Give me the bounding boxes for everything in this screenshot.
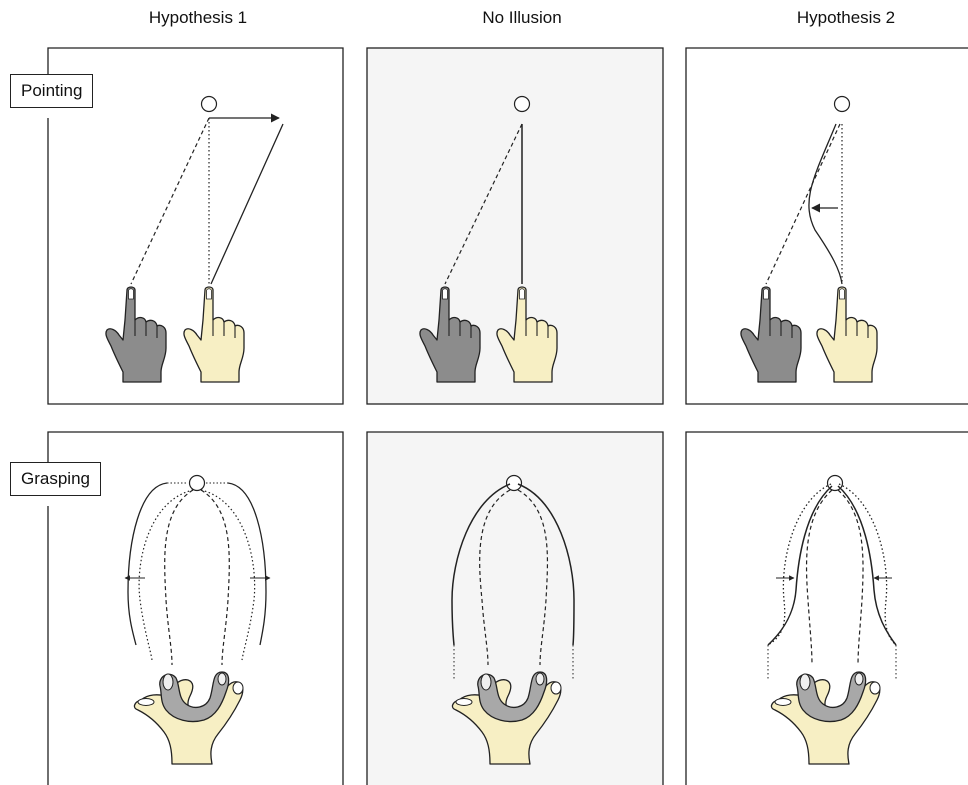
- target-circle: [190, 476, 205, 491]
- target-circle: [507, 476, 522, 491]
- target-circle: [515, 97, 530, 112]
- panel-grasping-no-illusion: [367, 432, 663, 785]
- grasping-hand: [771, 672, 880, 764]
- target-circle: [202, 97, 217, 112]
- target-circle: [835, 97, 850, 112]
- row-label-pointing: Pointing: [10, 74, 93, 108]
- grasping-hand: [134, 672, 243, 764]
- row-label-grasping: Grasping: [10, 462, 101, 496]
- panel-pointing-no-illusion: [367, 48, 663, 404]
- panel-pointing-hypothesis-2: [686, 48, 968, 404]
- panel-grasping-hypothesis-2: [686, 432, 968, 785]
